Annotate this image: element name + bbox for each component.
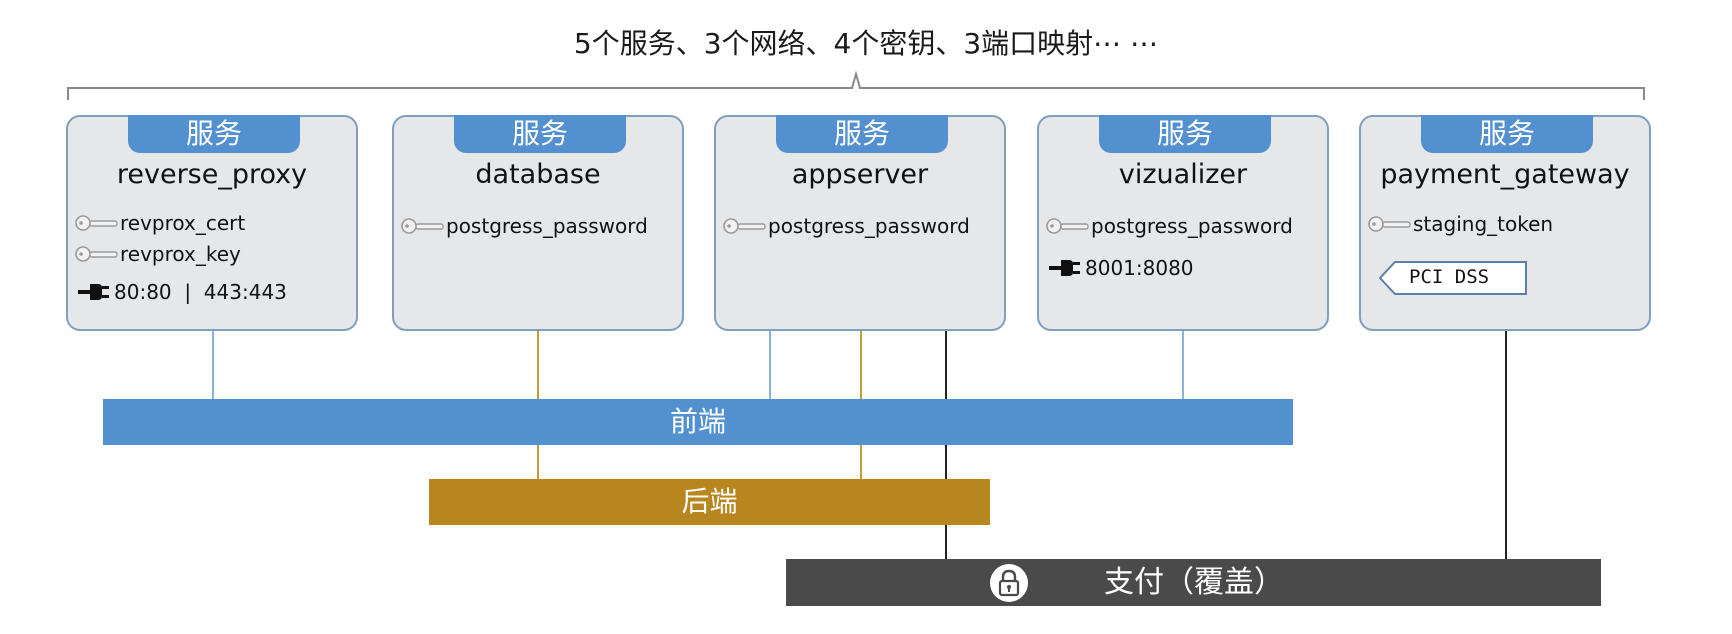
secret-row: revprox_key xyxy=(74,242,241,266)
secret-row: postgress_password xyxy=(400,214,648,238)
plug-icon xyxy=(1049,260,1080,276)
service-name: vizualizer xyxy=(1118,159,1248,190)
service-card-reverse-proxy: 服务 reverse_proxy revprox_cert revprox_ke… xyxy=(66,115,358,331)
service-tab: 服务 xyxy=(128,115,300,153)
plug-icon xyxy=(78,284,109,300)
network-label: 前端 xyxy=(669,405,726,438)
summary-caption: 5个服务、3个网络、4个密钥、3端口映射⋯ ⋯ xyxy=(573,27,1159,60)
key-icon xyxy=(1046,218,1089,234)
service-card-vizualizer: 服务 vizualizer postgress_password 8001:80… xyxy=(1037,115,1329,331)
service-name: database xyxy=(475,159,601,190)
secret-name: postgress_password xyxy=(768,214,970,238)
port-mapping: 80:80 | 443:443 xyxy=(114,280,287,304)
secret-name: revprox_key xyxy=(120,242,241,266)
tag-label: PCI DSS xyxy=(1409,266,1490,288)
key-icon xyxy=(75,215,118,231)
secret-row: revprox_cert xyxy=(74,211,245,235)
port-mapping: 8001:8080 xyxy=(1085,256,1194,280)
compliance-tag: PCI DSS xyxy=(1379,261,1527,295)
secret-name: staging_token xyxy=(1413,212,1554,236)
service-name: reverse_proxy xyxy=(116,159,308,190)
service-tab: 服务 xyxy=(454,115,626,153)
key-icon xyxy=(75,246,118,262)
port-row: 8001:8080 xyxy=(1049,256,1194,280)
service-card-appserver: 服务 appserver postgress_password xyxy=(714,115,1006,331)
service-name: appserver xyxy=(791,159,929,190)
service-card-database: 服务 database postgress_password xyxy=(392,115,684,331)
key-icon xyxy=(1368,216,1411,232)
service-tab: 服务 xyxy=(1421,115,1593,153)
network-backend: 后端 xyxy=(429,479,990,525)
secret-name: revprox_cert xyxy=(120,211,246,235)
secret-name: postgress_password xyxy=(1091,214,1293,238)
key-icon xyxy=(401,218,444,234)
port-row: 80:80 | 443:443 xyxy=(78,280,287,304)
service-tab: 服务 xyxy=(776,115,948,153)
secret-row: postgress_password xyxy=(1045,214,1293,238)
network-payment: 支付（覆盖） xyxy=(786,559,1601,606)
service-name: payment_gateway xyxy=(1380,159,1630,190)
service-card-payment-gateway: 服务 payment_gateway staging_token PCI DSS xyxy=(1359,115,1651,331)
network-label: 后端 xyxy=(681,485,738,518)
secret-row: postgress_password xyxy=(722,214,970,238)
secret-name: postgress_password xyxy=(446,214,648,238)
service-tab: 服务 xyxy=(1099,115,1271,153)
lock-icon xyxy=(990,564,1028,602)
secret-row: staging_token xyxy=(1367,212,1553,236)
tag-shape xyxy=(1379,261,1527,295)
key-icon xyxy=(723,218,766,234)
network-frontend: 前端 xyxy=(103,399,1293,445)
network-label: 支付（覆盖） xyxy=(1104,565,1284,600)
summary-brace xyxy=(67,70,1645,100)
